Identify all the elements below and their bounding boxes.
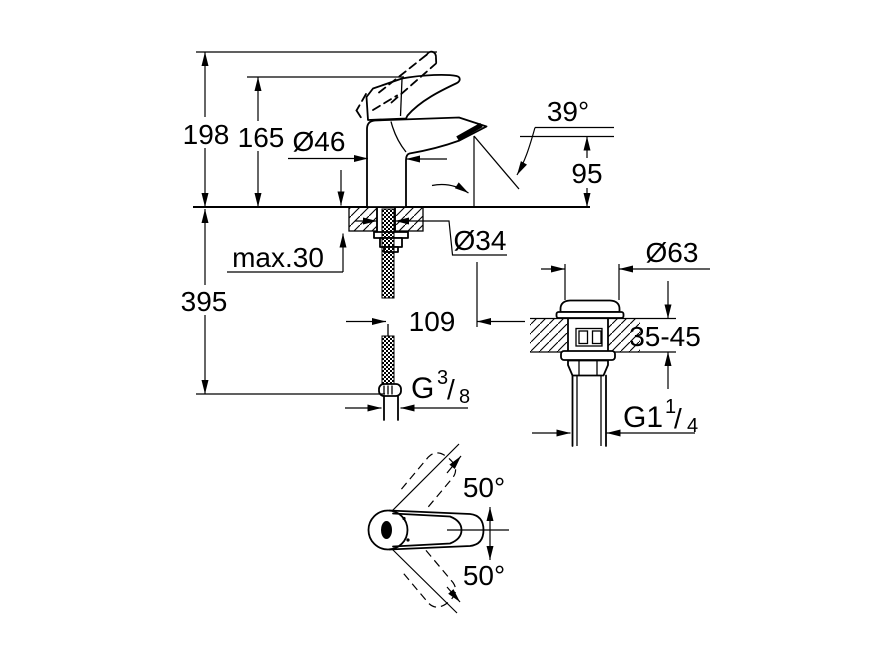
overflow-window xyxy=(575,327,603,347)
detail-dot-bottom xyxy=(406,538,410,542)
handle-position-down-dashed xyxy=(400,549,457,608)
handle-top-view: 50° 50° xyxy=(367,443,509,614)
detail-dot-top xyxy=(402,516,406,521)
swing-arc-arrow-down xyxy=(446,586,461,603)
supply-thread-dimension: G 3 / 8 xyxy=(345,367,470,412)
dim-label-swing-down: 50° xyxy=(463,560,505,591)
dim-label-lever-height: 165 xyxy=(238,122,285,153)
flow-curve-arrow xyxy=(431,182,469,194)
basin-hatch-right xyxy=(608,319,640,352)
lever-crease-line xyxy=(399,78,403,117)
waste-thread-prefix: G1 xyxy=(623,401,663,434)
supply-thread-slash: / xyxy=(447,374,455,405)
dim-label-projection: 109 xyxy=(409,306,456,337)
valve-cap xyxy=(559,299,621,313)
dim-label-swing-up: 50° xyxy=(463,472,505,503)
swing-limit-line-down xyxy=(390,547,458,614)
angle-leader-arrow xyxy=(516,127,536,176)
dim-label-flange-diameter: Ø63 xyxy=(646,237,699,268)
supply-thread-prefix: G xyxy=(411,372,434,405)
body-spout-fillet-line xyxy=(390,121,407,153)
waste-valve-view: Ø63 35-45 xyxy=(530,237,710,447)
dim-label-body-diameter: Ø46 xyxy=(293,126,346,157)
dim-label-total-height: 198 xyxy=(183,119,230,150)
waste-thread-dimension: G1 1 / 4 xyxy=(532,396,698,437)
handle-position-up-dashed xyxy=(400,452,457,511)
supply-hose xyxy=(378,208,402,421)
stream-direction-line xyxy=(473,135,520,190)
waste-thread-slash: / xyxy=(674,403,682,434)
dim-label-basin-thickness: 35-45 xyxy=(629,321,701,352)
handle-pivot-mark xyxy=(381,521,392,539)
dim-label-hose-drop: 395 xyxy=(181,286,228,317)
basin-hatch-left xyxy=(530,319,568,352)
waste-thread-denominator: 4 xyxy=(687,415,698,437)
popup-waste-valve xyxy=(555,299,625,447)
swing-limit-line-up xyxy=(390,443,460,513)
lever-raised-dashed xyxy=(355,50,438,119)
raised-lever-tip xyxy=(425,50,438,64)
swing-arc-arrow-up xyxy=(446,455,462,474)
waste-thread-numerator: 1 xyxy=(665,396,676,418)
valve-washer xyxy=(560,350,616,361)
dim-label-stream-angle: 39° xyxy=(547,96,589,127)
dim-label-hole-diameter: Ø34 xyxy=(454,225,507,256)
main-side-view: 198 165 Ø46 39° 95 max.30 Ø34 xyxy=(178,50,614,421)
dim-label-max-thickness: max.30 xyxy=(232,242,324,273)
body-top-circle xyxy=(367,509,409,551)
supply-thread-denominator: 8 xyxy=(459,386,470,408)
valve-nut xyxy=(567,359,609,377)
aerator-face xyxy=(456,122,483,141)
hole-label-leader xyxy=(420,220,507,256)
dim-label-outlet-height: 95 xyxy=(571,158,602,189)
valve-cap-flange xyxy=(555,311,625,319)
lever-handle xyxy=(365,73,461,121)
supply-thread-numerator: 3 xyxy=(437,367,448,389)
